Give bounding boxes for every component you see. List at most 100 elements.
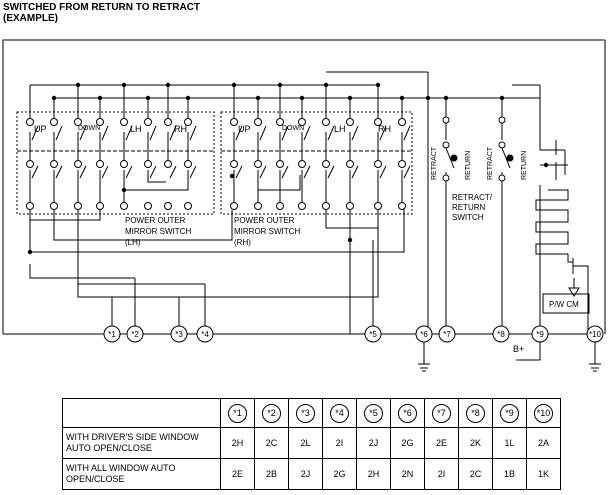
table-header-terminal: *2 — [262, 403, 281, 423]
table-cell: 2I — [424, 458, 459, 490]
switch-contact — [398, 160, 406, 168]
title-line-1: SWITCHED FROM RETURN TO RETRACT — [3, 2, 201, 13]
table-cell: 2A — [526, 427, 561, 459]
table-cell: 2H — [220, 427, 255, 459]
switch-contact — [96, 202, 104, 210]
switch-contact — [144, 118, 152, 126]
switch-blade — [169, 165, 177, 179]
table-corner-cell — [62, 398, 221, 428]
switch-blade — [235, 125, 243, 141]
module-coil-zigzag — [535, 189, 569, 255]
switch-contact — [230, 160, 238, 168]
switch-contact — [346, 118, 354, 126]
return-label-2: RETURN — [521, 151, 528, 180]
switch-blade — [327, 125, 335, 141]
table-header-terminal: *5 — [364, 403, 383, 423]
row-label-line: WITH ALL WINDOW AUTO — [66, 463, 176, 473]
table-cell: 2G — [322, 458, 357, 490]
lead-to-4 — [78, 283, 206, 326]
rh-column-2 — [257, 98, 301, 205]
lh-label-up: UP — [34, 124, 47, 134]
lh-label-down: DOWN — [78, 125, 100, 132]
switch-contact — [322, 118, 330, 126]
switch-blade — [55, 165, 63, 179]
retract-switch-contact — [498, 116, 506, 124]
switch-blade — [189, 125, 197, 141]
retract-switch-contact — [442, 174, 450, 182]
switch-contact — [164, 160, 172, 168]
switch-contact — [230, 202, 238, 210]
terminal-label: *10 — [589, 330, 602, 339]
switch-blade — [79, 125, 87, 141]
terminal-label: *1 — [108, 330, 116, 339]
b-plus-line — [512, 84, 541, 150]
module-ground-arrow — [568, 278, 580, 297]
table-cell: 2C — [458, 458, 493, 490]
retract-switch-caption-2: RETURN — [452, 203, 486, 212]
table-cell: 2H — [356, 458, 391, 490]
terminal-label: *3 — [175, 330, 183, 339]
switch-contact — [322, 160, 330, 168]
switch-blade — [125, 165, 133, 179]
switch-lh-caption-2: MIRROR SWITCH — [125, 227, 191, 236]
switch-contact — [184, 160, 192, 168]
switch-contact — [276, 160, 284, 168]
terminal-label: *5 — [369, 330, 377, 339]
switch-contact — [164, 118, 172, 126]
switch-lh-caption-1: POWER OUTER — [125, 216, 186, 225]
terminal-label: *4 — [201, 330, 209, 339]
switch-contact — [230, 118, 238, 126]
junction-dots — [27, 82, 549, 255]
table-row-label: WITH ALL WINDOW AUTO OPEN/CLOSE — [62, 458, 221, 490]
switch-blade — [259, 125, 267, 141]
terminal-circle — [196, 325, 214, 343]
switch-blade — [169, 125, 177, 141]
retract-label-2: RETRACT — [487, 146, 494, 180]
terminal-label: *2 — [131, 330, 139, 339]
switch-blade — [379, 125, 387, 141]
lh-column-1 — [29, 85, 405, 253]
switch-contact — [120, 202, 128, 210]
outer-frame — [2, 39, 605, 335]
switch-contact — [120, 160, 128, 168]
switch-contact — [184, 202, 192, 210]
switch-rh-box — [220, 111, 413, 215]
rh-label-down: DOWN — [282, 125, 304, 132]
terminal-circle — [126, 325, 144, 343]
table-cell: 2B — [254, 458, 289, 490]
terminal-circle — [364, 325, 382, 343]
table-cell: 2K — [458, 427, 493, 459]
switch-blade — [403, 125, 411, 141]
switch-blade — [281, 165, 289, 179]
terminal-circle — [438, 325, 456, 343]
table-row: WITH ALL WINDOW AUTO OPEN/CLOSE 2E 2B 2J… — [62, 458, 561, 490]
lh-column-4 — [30, 98, 101, 221]
retract-switch-caption-3: SWITCH — [452, 213, 484, 222]
retract-switch-contact — [498, 141, 506, 149]
lead-to-2 — [29, 264, 136, 326]
lh-column-2 — [53, 98, 233, 241]
switch-blade — [31, 125, 39, 141]
table-header-terminal: *3 — [296, 403, 315, 423]
table-cell: 2C — [254, 427, 289, 459]
terminal-circle — [586, 325, 604, 343]
switch-lh-caption-3: (LH) — [125, 238, 141, 247]
switch-contact — [374, 160, 382, 168]
terminal-label: *8 — [497, 330, 505, 339]
switch-contact — [398, 118, 406, 126]
table-cell: 1L — [492, 427, 527, 459]
lh-column-6 — [147, 98, 166, 183]
module-transistor — [567, 254, 589, 334]
switch-lh-box — [16, 111, 215, 215]
table-cell: 1B — [492, 458, 527, 490]
switch-contact — [26, 160, 34, 168]
switch-blade — [101, 165, 109, 179]
terminal-label: *7 — [443, 330, 451, 339]
switch-contact — [276, 202, 284, 210]
switch-contact — [26, 202, 34, 210]
module-relay-coil — [540, 140, 568, 180]
rh-label-rh: RH — [378, 124, 391, 134]
switch-contact — [374, 202, 382, 210]
switch-blade — [149, 125, 157, 141]
